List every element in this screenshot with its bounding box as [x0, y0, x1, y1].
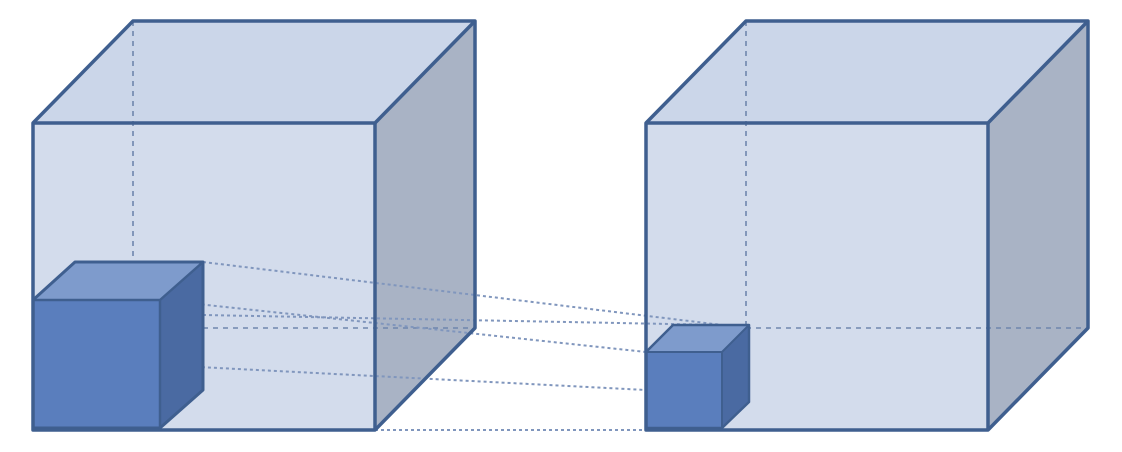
right-container-side-face: [988, 21, 1088, 430]
left-container-outline: [31, 19, 477, 432]
left-block-front-face: [33, 300, 160, 428]
left-container-top-face: [33, 21, 475, 123]
left-inner-block: [31, 260, 205, 430]
right-container-silhouette: [644, 19, 1090, 432]
projection-line: [202, 314, 723, 326]
projection-lines: [159, 261, 723, 431]
right-block-side-face: [722, 325, 749, 428]
right-container-top-face: [646, 21, 1088, 123]
left-block-side-face: [160, 262, 203, 428]
right-block-front-face: [646, 352, 722, 428]
right-block-top-face: [646, 325, 749, 352]
left-container-side-face: [375, 21, 475, 430]
left-container-silhouette: [31, 19, 477, 432]
right-container-outline: [644, 19, 1090, 432]
right-inner-block: [644, 323, 751, 430]
left-block-top-face: [33, 262, 203, 300]
